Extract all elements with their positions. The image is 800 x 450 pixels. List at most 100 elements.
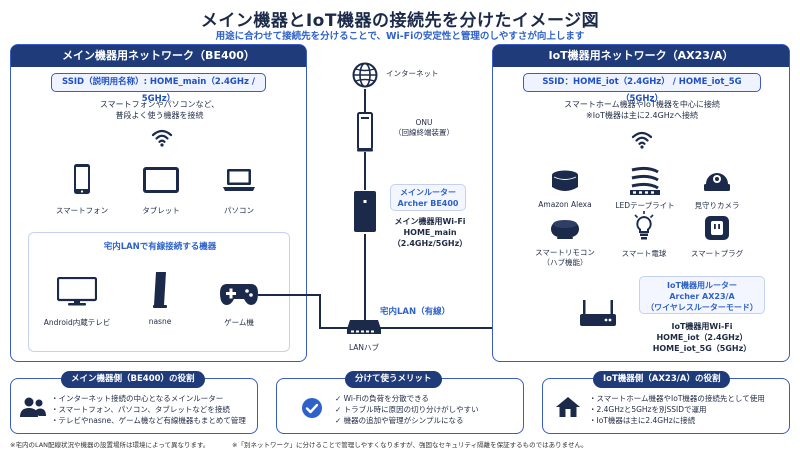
main-role-title: メイン機器側（BE400）の役割 — [61, 371, 205, 388]
main-ssid-box: SSID（説明用名称）: HOME_main（2.4GHz / 5GHz） — [51, 73, 266, 104]
main-router-label-line1: メインルーター — [400, 188, 456, 197]
wired-devices-link-h1 — [258, 294, 320, 296]
iot-router-label-box: IoT機器用ルーター Archer AX23/A （ワイヤレスルーターモード） — [639, 276, 765, 314]
merit-box: 分けて使うメリット ✓ Wi-Fiの負荷を分散できる ✓ トラブル時に原因の切り… — [276, 371, 524, 434]
iot-wifi-info: IoT機器用Wi-Fi HOME_iot（2.4GHz） HOME_iot_5G… — [637, 321, 767, 354]
game-controller-icon — [220, 284, 258, 305]
iot-wifi-line1: IoT機器用Wi-Fi — [671, 322, 733, 331]
device-label-pc: パソコン — [224, 206, 254, 215]
lan-hub-icon — [347, 320, 381, 334]
smart-plug-icon — [705, 216, 729, 240]
iot-network-panel: IoT機器用ネットワーク（AX23/A） SSID：HOME_iot（2.4GH… — [492, 44, 790, 362]
main-router-label-line2: Archer BE400 — [397, 199, 459, 208]
device-label-tablet: タブレット — [142, 206, 180, 215]
main-network-panel: メイン機器用ネットワーク（BE400） SSID（説明用名称）: HOME_ma… — [10, 44, 307, 362]
wifi-icon — [151, 129, 173, 147]
iot-wifi-line3: HOME_iot_5G（5GHz） — [652, 344, 752, 353]
led-tape-icon — [630, 166, 660, 195]
device-label-nasne: nasne — [148, 317, 172, 326]
footnote-right: ※「別ネットワーク」に分けることで管理しやすくなりますが、強固なセキュリティ隔離… — [232, 441, 588, 449]
iot-router-icon — [580, 300, 616, 326]
iot-router-label-line2: Archer AX23/A — [669, 292, 735, 301]
iot-role-box: IoT機器側（AX23/A）の役割 ・スマートホーム機器やIoT機器の接続先とし… — [542, 371, 790, 434]
onu-label-line2: （回線終端装置） — [394, 128, 454, 137]
device-label-led-tape: LEDテープライト — [615, 201, 675, 210]
smartphone-icon — [74, 164, 90, 194]
main-wifi-line2: HOME_main — [403, 228, 457, 237]
merit-item: ✓ Wi-Fiの負荷を分散できる — [335, 394, 429, 403]
smart-remote-hub-icon — [551, 220, 579, 239]
router-be400-icon — [354, 191, 376, 232]
onu-icon — [357, 112, 373, 152]
main-role-item: ・インターネット接続の中心となるメインルーター — [51, 394, 224, 403]
smart-speaker-icon — [552, 170, 578, 191]
laptop-icon — [223, 169, 255, 191]
merit-item: ✓ トラブル時に原因の切り分けがしやすい — [335, 405, 479, 414]
main-router-node — [352, 190, 378, 234]
device-label-alexa: Amazon Alexa — [538, 200, 592, 209]
merit-list: ✓ Wi-Fiの負荷を分散できる ✓ トラブル時に原因の切り分けがしやすい ✓ … — [335, 393, 521, 426]
main-role-item: ・スマートフォン、パソコン、タブレットなどを接続 — [51, 405, 230, 414]
device-label-tv: Android内蔵テレビ — [43, 318, 111, 327]
main-role-item: ・テレビやnasne、ゲーム機など有線機器もまとめて管理 — [51, 416, 246, 425]
main-wifi-info: メイン機器用Wi-Fi HOME_main （2.4GHz/5GHz） — [380, 216, 480, 249]
nasne-icon — [153, 272, 167, 308]
wired-devices-box: 宅内LANで有線接続する機器 Android内蔵テレビ nasne ゲーム機 — [28, 232, 290, 352]
iot-desc-line2: ※IoT機器は主に2.4GHzへ接続 — [586, 111, 698, 120]
iot-ssid-box: SSID：HOME_iot（2.4GHz） / HOME_iot_5G（5GHz… — [523, 73, 761, 104]
main-router-label-box: メインルーター Archer BE400 — [390, 184, 466, 211]
internet-label: インターネット — [386, 69, 439, 78]
home-icon — [556, 397, 580, 417]
tv-icon — [57, 277, 97, 306]
device-label-remote: スマートリモコン （ハブ機能） — [515, 248, 615, 268]
iot-role-item: ・スマートホーム機器やIoT機器の接続先として使用 — [589, 394, 765, 403]
footnote-left: ※宅内のLAN配線状況や機器の設置場所は環境によって異なります。 — [10, 441, 210, 449]
security-camera-icon — [704, 173, 730, 191]
smart-bulb-icon — [634, 211, 654, 240]
iot-router-link — [380, 327, 580, 329]
device-label-camera: 見守りカメラ — [694, 201, 740, 210]
tablet-icon — [143, 167, 179, 193]
users-icon — [20, 397, 46, 417]
lan-label: 宅内LAN（有線） — [380, 307, 451, 317]
onu-label: ONU （回線終端装置） — [376, 118, 472, 138]
main-role-box: メイン機器側（BE400）の役割 ・インターネット接続の中心となるメインルーター… — [10, 371, 258, 434]
main-desc-line2: 普段よく使う機器を接続 — [115, 111, 204, 120]
device-label-bulb: スマート電球 — [621, 249, 667, 258]
iot-role-item: ・2.4GHzと5GHzを別SSIDで運用 — [589, 405, 707, 414]
wired-devices-link-v — [319, 294, 321, 328]
wired-devices-title: 宅内LANで有線接続する機器 — [103, 242, 217, 252]
main-desc: スマートフォンやパソコンなど、 普段よく使う機器を接続 — [11, 99, 308, 121]
device-label-remote-line1: スマートリモコン — [535, 248, 595, 257]
device-label-game: ゲーム機 — [224, 318, 254, 327]
onu-node — [356, 112, 374, 152]
merit-title: 分けて使うメリット — [345, 371, 442, 388]
main-role-list: ・インターネット接続の中心となるメインルーター ・スマートフォン、パソコン、タブ… — [51, 393, 257, 426]
iot-wifi-icon — [631, 131, 653, 149]
main-wifi-line1: メイン機器用Wi-Fi — [394, 217, 466, 226]
iot-router-label-line1: IoT機器用ルーター — [667, 281, 737, 290]
page-title: メイン機器とIoT機器の接続先を分けたイメージ図 — [200, 11, 600, 31]
iot-role-list: ・スマートホーム機器やIoT機器の接続先として使用 ・2.4GHzと5GHzを別… — [589, 393, 789, 426]
main-desc-line1: スマートフォンやパソコンなど、 — [99, 100, 220, 109]
wired-devices-link-h2 — [319, 327, 349, 329]
iot-desc-line1: スマートホーム機器やIoT機器を中心に接続 — [564, 100, 720, 109]
iot-role-item: ・IoT機器は主に2.4GHzに接続 — [589, 416, 696, 425]
lan-hub-label: LANハブ — [348, 343, 380, 352]
main-wifi-line3: （2.4GHz/5GHz） — [392, 239, 468, 248]
iot-desc: スマートホーム機器やIoT機器を中心に接続 ※IoT機器は主に2.4GHzへ接続 — [493, 99, 791, 121]
iot-role-title: IoT機器側（AX23/A）の役割 — [593, 371, 731, 388]
globe-icon — [352, 62, 378, 88]
iot-wifi-line2: HOME_iot（2.4GHz） — [656, 333, 748, 342]
onu-label-line1: ONU — [415, 118, 433, 127]
internet-node — [351, 61, 379, 89]
merit-item: ✓ 機器の追加や管理がシンプルになる — [335, 416, 464, 425]
iot-network-header: IoT機器用ネットワーク（AX23/A） — [493, 45, 789, 67]
device-label-smartphone: スマートフォン — [55, 206, 109, 215]
device-label-plug: スマートプラグ — [690, 249, 744, 258]
device-label-remote-line2: （ハブ機能） — [542, 258, 588, 267]
main-network-header: メイン機器用ネットワーク（BE400） — [11, 45, 306, 67]
check-circle-icon — [302, 398, 322, 418]
iot-router-label-line3: （ワイヤレスルーターモード） — [646, 303, 758, 312]
page-subtitle: 用途に合わせて接続先を分けることで、Wi-Fiの安定性と管理のしやすさが向上しま… — [215, 31, 585, 42]
